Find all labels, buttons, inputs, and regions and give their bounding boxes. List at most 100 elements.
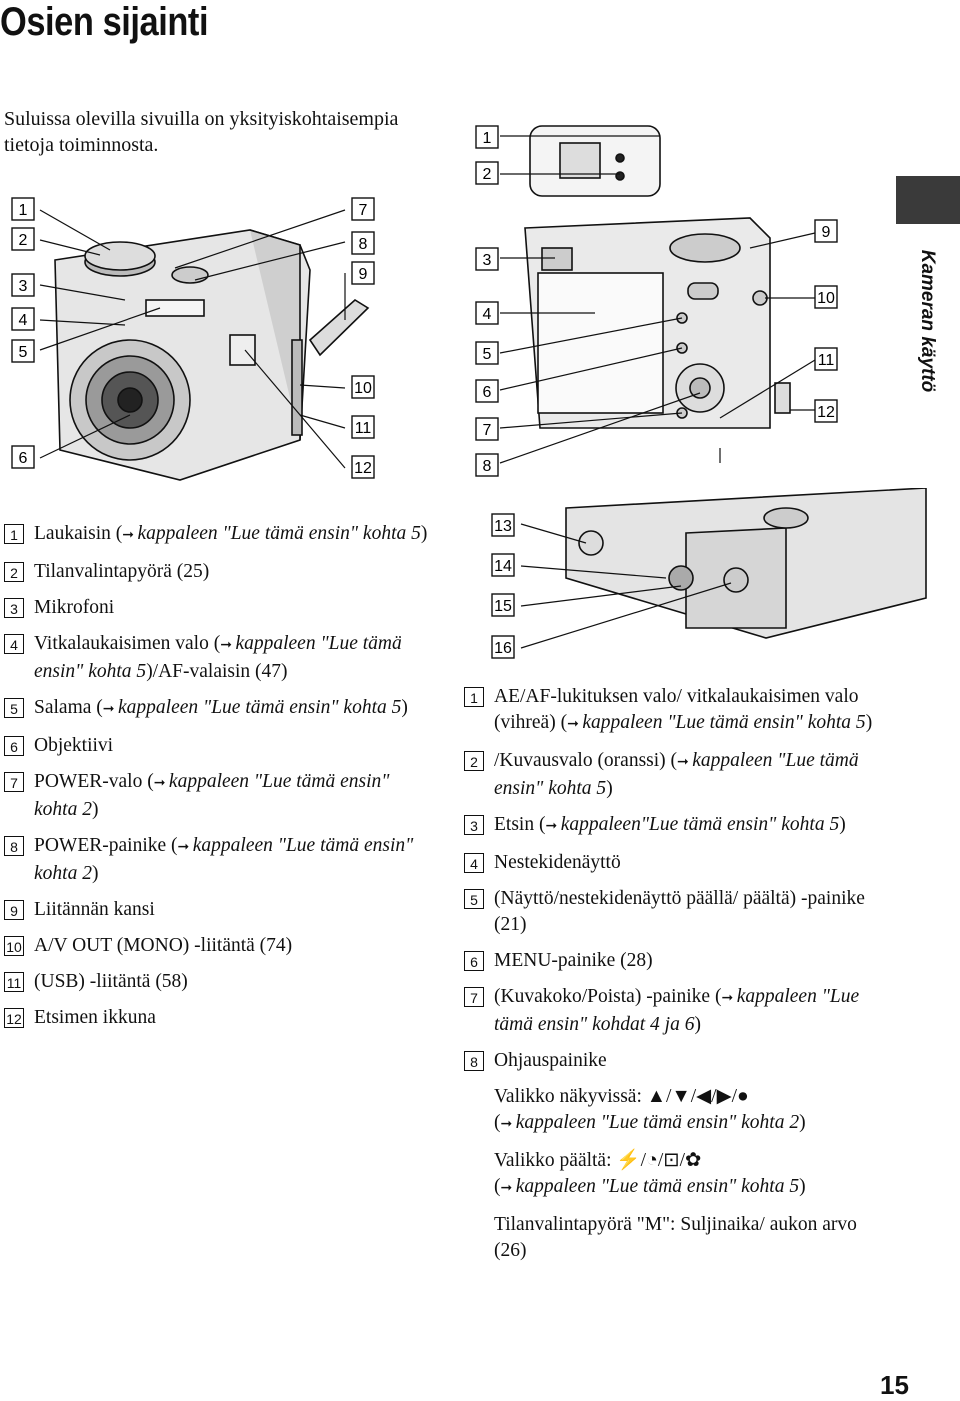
front-callout-box-6 xyxy=(11,445,35,469)
item-text-suffix: ) xyxy=(91,863,99,884)
front-part-item-5: 5 Salama (➞ kappaleen "Lue tämä ensin" ko… xyxy=(4,695,434,723)
bottom-callout-label-13: 13 xyxy=(494,518,512,535)
front-callout-box-9 xyxy=(351,261,375,285)
back-callout-label-2: 2 xyxy=(483,166,492,183)
item-number: 7 xyxy=(464,987,484,1007)
note-reference: kappaleen "Lue tämä ensin" kohta 5 xyxy=(515,1176,800,1197)
item-number: 7 xyxy=(4,772,24,792)
item-reference: kappaleen "Lue tämä ensin" kohta 5 xyxy=(118,697,402,718)
front-callout-label-9: 9 xyxy=(359,266,368,283)
item-reference: kappaleen "Lue tämä ensin" kohta 2 xyxy=(34,771,390,820)
bottom-callout-box-13 xyxy=(491,513,515,537)
back-callout-box-1 xyxy=(475,125,499,149)
reference-arrow-icon: ➞ xyxy=(545,819,561,834)
item-number: 1 xyxy=(4,524,24,544)
front-callout-box-10 xyxy=(351,375,375,399)
item-text: Liitännän kansi xyxy=(34,899,155,920)
item-text: Ohjauspainike xyxy=(494,1050,607,1071)
reference-arrow-icon: ➞ xyxy=(177,840,193,855)
back-callout-box-5 xyxy=(475,341,499,365)
reference-arrow-icon: ➞ xyxy=(500,1181,516,1196)
note-text: Valikko päältä: ⚡/◔/⊡/✿ xyxy=(494,1150,702,1171)
back-part-item-5: 5(Näyttö/nestekidenäyttö päällä/ päältä)… xyxy=(464,886,874,938)
back-callout-label-3: 3 xyxy=(483,252,492,269)
back-part-item-7: 7 (Kuvakoko/Poista) -painike (➞ kappaleen… xyxy=(464,984,874,1038)
item-text-suffix: ) xyxy=(420,523,428,544)
item-text: A/V OUT (MONO) -liitäntä (74) xyxy=(34,935,293,956)
item-number: 4 xyxy=(464,853,484,873)
note-paren: ( xyxy=(494,1176,501,1197)
item-number: 6 xyxy=(4,736,24,756)
note-reference: kappaleen "Lue tämä ensin" kohta 2 xyxy=(515,1112,800,1133)
item-reference: kappaleen"Lue tämä ensin" kohta 5 xyxy=(560,814,840,835)
reference-arrow-icon: ➞ xyxy=(153,776,169,791)
back-callout-box-2 xyxy=(475,161,499,185)
item-text-suffix: )/AF-valaisin (47) xyxy=(146,661,288,682)
note-suffix: ) xyxy=(799,1176,806,1197)
back-part-item-1: 1 AE/AF-lukituksen valo/ vitkalaukaisimen… xyxy=(464,684,874,738)
item-number: 1 xyxy=(464,687,484,707)
front-callout-box-1 xyxy=(11,197,35,221)
page-number: 15 xyxy=(880,1370,909,1400)
item-number: 5 xyxy=(4,698,24,718)
back-parts-list: 1 AE/AF-lukituksen valo/ vitkalaukaisimen… xyxy=(464,684,874,1264)
front-callout-box-12 xyxy=(351,455,375,479)
front-callout-label-8: 8 xyxy=(359,236,368,253)
section-tab xyxy=(896,176,960,224)
back-callout-box-9 xyxy=(814,219,838,243)
item-number: 11 xyxy=(4,972,24,992)
back-callout-box-8 xyxy=(475,453,499,477)
item-text: Vitkalaukaisimen valo ( xyxy=(34,633,221,654)
item-text-suffix: ) xyxy=(606,778,613,799)
front-callout-box-2 xyxy=(11,227,35,251)
bottom-callout-label-14: 14 xyxy=(494,558,512,575)
back-callout-box-6 xyxy=(475,379,499,403)
item-reference: kappaleen "Lue tämä ensin" kohdat 4 ja 6 xyxy=(494,986,860,1035)
back-callout-label-8: 8 xyxy=(483,458,492,475)
item-number: 5 xyxy=(464,889,484,909)
item-number: 2 xyxy=(464,751,484,771)
item-number: 6 xyxy=(464,951,484,971)
item-number: 3 xyxy=(464,815,484,835)
front-part-item-11: 11(USB) -liitäntä (58) xyxy=(4,969,434,995)
front-callout-label-11: 11 xyxy=(355,420,372,437)
note-paren: ( xyxy=(494,1112,501,1133)
back-callout-box-3 xyxy=(475,247,499,271)
note-text: Valikko näkyvissä: ▲/▼/◀/▶/● xyxy=(494,1086,749,1107)
control-button-note-3: Tilanvalintapyörä "M": Suljinaika/ aukon… xyxy=(494,1212,874,1264)
note-suffix: ) xyxy=(799,1112,806,1133)
back-callout-label-9: 9 xyxy=(822,224,831,241)
front-callout-box-5 xyxy=(11,339,35,363)
item-text: Etsimen ikkuna xyxy=(34,1007,156,1028)
reference-arrow-icon: ➞ xyxy=(567,717,583,732)
reference-arrow-icon: ➞ xyxy=(102,702,118,717)
item-text: (Kuvakoko/Poista) -painike ( xyxy=(494,986,722,1007)
reference-arrow-icon: ➞ xyxy=(721,991,737,1006)
bottom-callout-label-15: 15 xyxy=(494,598,512,615)
back-callout-label-10: 10 xyxy=(817,290,835,307)
front-callout-label-5: 5 xyxy=(19,344,28,361)
item-text: Mikrofoni xyxy=(34,597,115,618)
front-callout-box-7 xyxy=(351,197,375,221)
back-callout-label-1: 1 xyxy=(483,130,492,147)
front-callout-box-8 xyxy=(351,231,375,255)
item-text: Salama ( xyxy=(34,697,103,718)
item-reference: kappaleen "Lue tämä ensin" kohta 2 xyxy=(34,835,414,884)
item-number: 3 xyxy=(4,598,24,618)
item-text: MENU-painike (28) xyxy=(494,950,653,971)
item-number: 2 xyxy=(4,562,24,582)
item-text: Etsin ( xyxy=(494,814,546,835)
item-reference: kappaleen "Lue tämä ensin" kohta 5 xyxy=(494,750,859,799)
back-callout-label-4: 4 xyxy=(483,306,492,323)
item-text: AE/AF-lukituksen valo/ vitkalaukaisimen … xyxy=(494,686,859,733)
